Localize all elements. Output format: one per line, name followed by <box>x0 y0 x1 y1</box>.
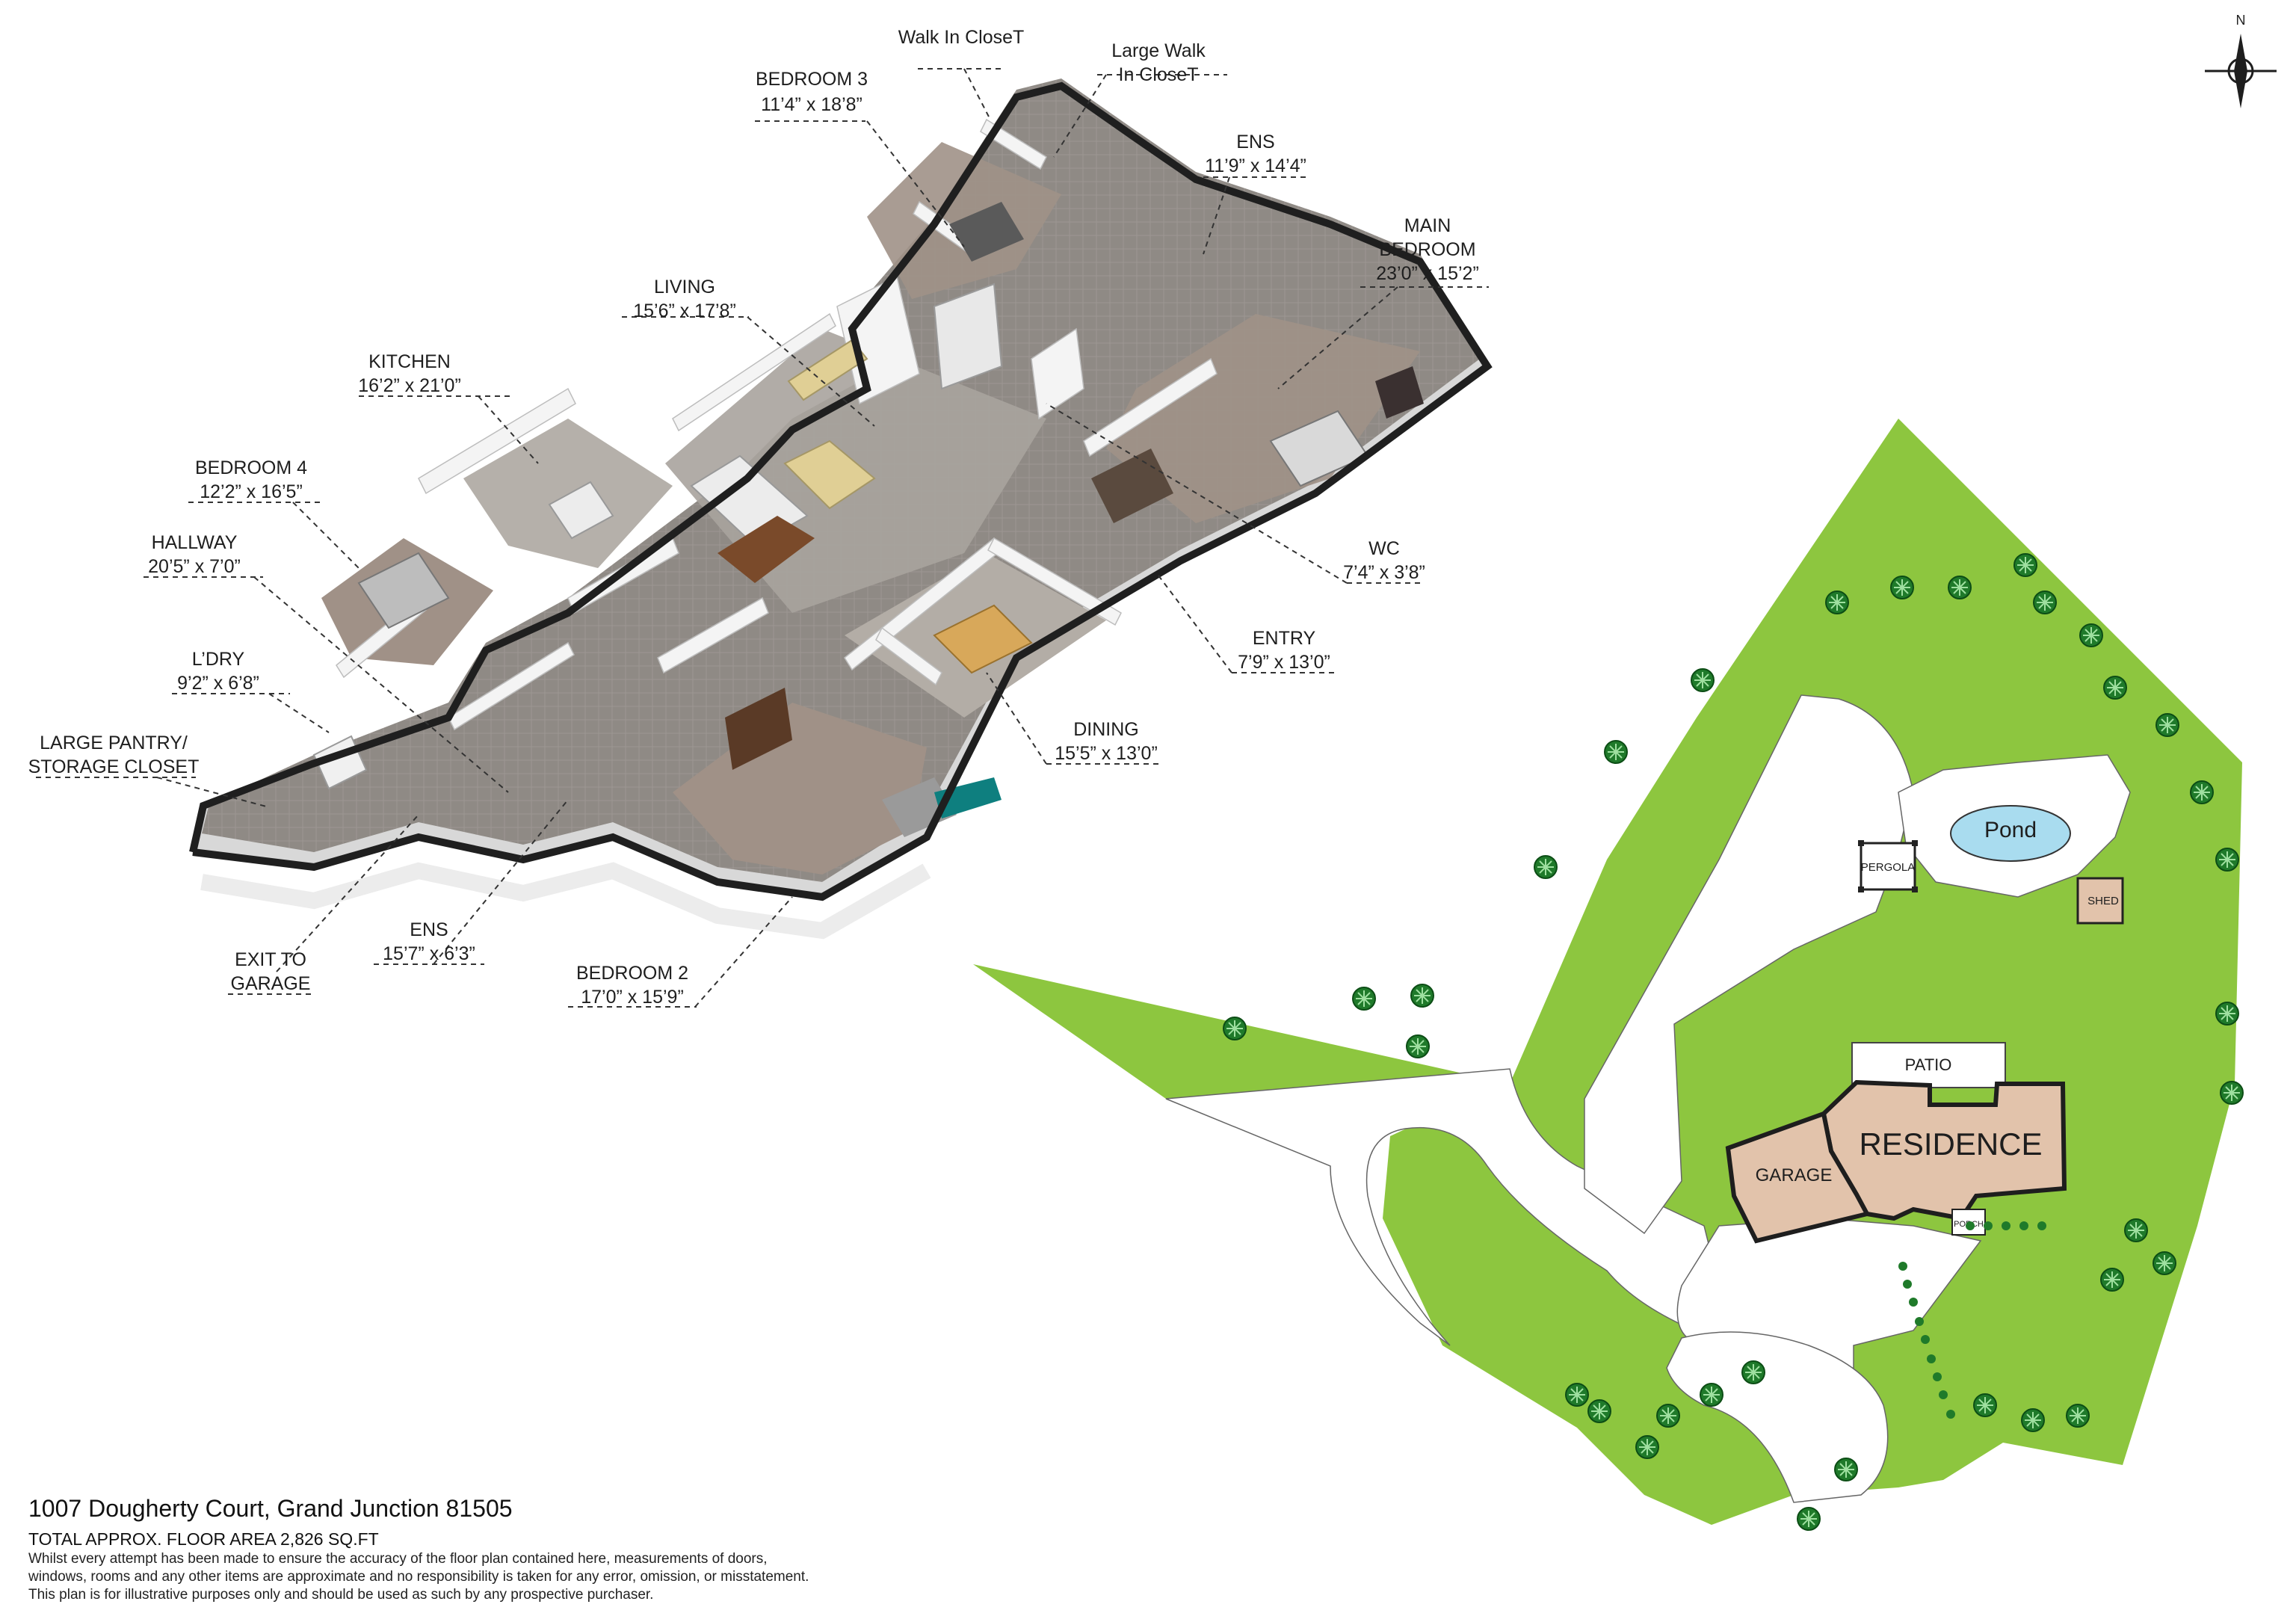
driveway <box>1584 694 1914 1235</box>
room-name-entry: ENTRY <box>1253 628 1316 649</box>
room-name-large-pantry: LARGE PANTRY/ <box>40 733 188 753</box>
label-leader-lines <box>36 68 1489 1008</box>
kitchen-island <box>718 516 815 583</box>
patio-label: PATIO <box>1905 1055 1952 1074</box>
bed <box>357 552 450 629</box>
room-name-walk-in-closet: Walk In CloseT <box>898 27 1025 48</box>
desk <box>934 777 1002 818</box>
room-name-bedroom-2: BEDROOM 2 <box>576 963 688 984</box>
pond-label: Pond <box>1984 818 2037 842</box>
room-dims-bedroom-3: 11’4” x 18’8” <box>761 94 862 115</box>
room-dims-ens-2: 15’7” x 6’3” <box>383 943 475 964</box>
pergola <box>1860 842 1916 891</box>
room-dims-bedroom-2: 17’0” x 15’9” <box>581 987 684 1008</box>
dining-table <box>933 604 1033 674</box>
disclaimer-line: This plan is for illustrative purposes o… <box>28 1587 654 1603</box>
room-name-line2-exit-to-garage: GARAGE <box>231 973 311 994</box>
room-name-ens-1: ENS <box>1236 132 1274 152</box>
property-address: 1007 Dougherty Court, Grand Junction 815… <box>28 1495 513 1522</box>
room-name-large-walk-in-closet: Large Walk <box>1111 40 1206 61</box>
fireplace <box>933 283 1003 390</box>
room-labels: Walk In CloseT BEDROOM 3 11’4” x 18’8” L… <box>28 27 1479 1008</box>
bed <box>949 202 1024 262</box>
room-name-line2-large-pantry: STORAGE CLOSET <box>28 756 200 777</box>
room-name-exit-to-garage: EXIT TO <box>235 949 306 970</box>
disclaimer-line: windows, rooms and any other items are a… <box>28 1569 809 1585</box>
exterior-walls <box>189 81 1493 901</box>
kitchen-island <box>548 481 614 540</box>
room-name-laundry: L’DRY <box>192 649 245 670</box>
room-name-wc: WC <box>1368 538 1400 559</box>
room-dims-hallway: 20’5” x 7’0” <box>148 556 241 577</box>
shed-label: SHED <box>2087 895 2119 907</box>
dresser <box>725 688 792 770</box>
room-dims-wc: 7’4” x 3’8” <box>1343 562 1425 583</box>
residence-label: RESIDENCE <box>1859 1126 2042 1162</box>
room-dims-bedroom-4: 12’2” x 16’5” <box>200 481 303 502</box>
room-name-line2-main-bedroom: BEDROOM <box>1379 239 1475 260</box>
room-name-living: LIVING <box>654 277 715 297</box>
room-name-kitchen: KITCHEN <box>368 351 451 372</box>
room-dims-dining: 15’5” x 13’0” <box>1055 743 1158 764</box>
front-lawn-path <box>1666 1331 1889 1503</box>
room-dims-kitchen: 16’2” x 21’0” <box>358 375 461 396</box>
pond <box>1950 805 2071 862</box>
room-dims-entry: 7’9” x 13’0” <box>1238 652 1330 673</box>
room-dims-living: 15’6” x 17’8” <box>633 300 736 321</box>
furniture <box>312 202 1424 837</box>
room-dims-ens-1: 11’9” x 14’4” <box>1205 155 1306 176</box>
shed <box>2076 877 2124 925</box>
room-name-line2-large-walk-in-closet: In CloseT <box>1119 64 1199 85</box>
main-bedroom-floor <box>1106 314 1420 523</box>
kitchen-floor <box>463 419 673 568</box>
hedge-shrubs <box>1898 1221 2046 1419</box>
pergola-label: PERGOLA <box>1861 861 1916 874</box>
compass-north-label: N <box>2236 13 2246 28</box>
room-name-bedroom-4: BEDROOM 4 <box>195 457 307 478</box>
garage-label: GARAGE <box>1756 1165 1833 1185</box>
garage <box>1725 1111 1871 1244</box>
footer: 1007 Dougherty Court, Grand Junction 815… <box>28 1493 1000 1604</box>
armchair <box>1375 366 1424 419</box>
sofa <box>783 440 876 510</box>
disclaimer: Whilst every attempt has been made to en… <box>28 1550 1000 1604</box>
total-floor-area: TOTAL APPROX. FLOOR AREA 2,826 SQ.FT <box>28 1529 379 1549</box>
floor-plan-3d <box>189 78 1493 940</box>
patio <box>1851 1042 2006 1088</box>
room-dims-laundry: 9’2” x 6’8” <box>177 673 259 694</box>
sofa <box>787 339 868 401</box>
disclaimer-line: Whilst every attempt has been made to en… <box>28 1551 768 1567</box>
site-plan: Pond PERGOLA SHED PATIO RESIDENCE GARAGE… <box>973 419 2244 1531</box>
room-name-bedroom-3: BEDROOM 3 <box>756 69 868 90</box>
north-compass: N <box>2205 13 2277 108</box>
exterior-wall-face <box>200 862 931 940</box>
lawn-area <box>973 419 2242 1525</box>
room-name-dining: DINING <box>1073 719 1139 740</box>
room-dims-main-bedroom: 23’0” x 15’2” <box>1376 263 1479 284</box>
room-name-main-bedroom: MAIN <box>1404 215 1451 236</box>
room-name-ens-2: ENS <box>410 919 448 940</box>
room-name-hallway: HALLWAY <box>152 532 238 553</box>
